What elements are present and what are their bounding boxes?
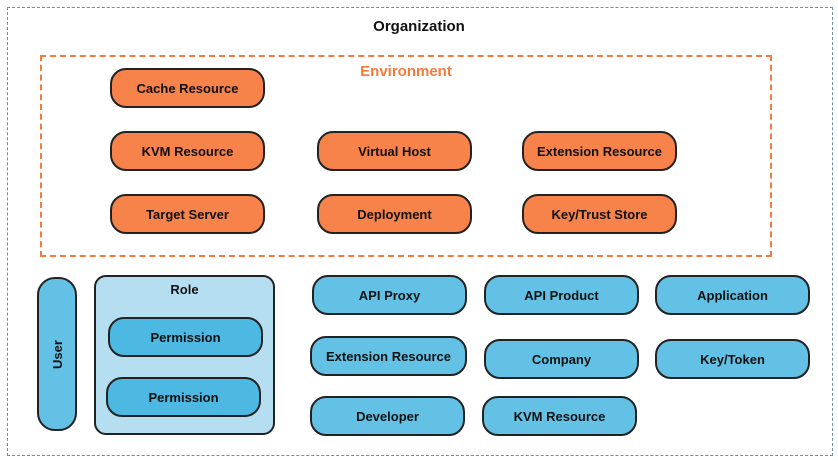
user-label: User — [49, 339, 65, 369]
env-extension-resource: Extension Resource — [522, 131, 677, 171]
org-kvm-resource: KVM Resource — [482, 396, 637, 436]
environment-title: Environment — [360, 63, 452, 80]
env-cache-resource: Cache Resource — [110, 68, 265, 108]
env-target-server: Target Server — [110, 194, 265, 234]
organization-title: Organization — [373, 18, 465, 35]
environment-container — [40, 55, 772, 257]
user-label-wrap: User — [37, 277, 77, 431]
org-extension-resource: Extension Resource — [310, 336, 467, 376]
env-virtual-host: Virtual Host — [317, 131, 472, 171]
organization-container — [7, 7, 833, 456]
org-api-proxy: API Proxy — [312, 275, 467, 315]
env-deployment: Deployment — [317, 194, 472, 234]
org-application: Application — [655, 275, 810, 315]
env-key-trust-store: Key/Trust Store — [522, 194, 677, 234]
org-company: Company — [484, 339, 639, 379]
role-title: Role — [170, 282, 199, 297]
role-permission-1: Permission — [108, 317, 263, 357]
role-permission-2: Permission — [106, 377, 261, 417]
env-kvm-resource: KVM Resource — [110, 131, 265, 171]
org-developer: Developer — [310, 396, 465, 436]
user-box — [37, 277, 77, 431]
org-api-product: API Product — [484, 275, 639, 315]
org-key-token: Key/Token — [655, 339, 810, 379]
